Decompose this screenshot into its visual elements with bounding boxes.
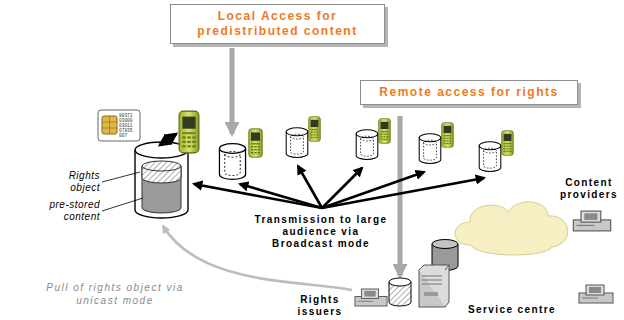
leader-line (102, 198, 143, 211)
mobile-phone (379, 119, 391, 144)
exchange-arrow (160, 134, 176, 145)
mobile-phone (502, 131, 514, 156)
storage-cylinder (419, 134, 441, 164)
callout-label: Rights object (44, 170, 100, 194)
storage-cylinder (135, 142, 188, 218)
storage-cylinder (356, 130, 378, 160)
callout-text: Local Access for predistributed content (177, 9, 378, 39)
storage-cylinder (219, 144, 245, 180)
sim-card (98, 110, 140, 141)
mode-label: Pull of rights object via unicast mode (40, 281, 190, 307)
callout-box: Local Access for predistributed content (170, 4, 385, 44)
entity-label: Service centre (452, 304, 572, 316)
cloud (455, 202, 568, 255)
storage-cylinder (286, 128, 308, 158)
access-arrow (230, 48, 235, 134)
callout-box: Remote access for rights (360, 80, 578, 105)
storage-cylinder (479, 142, 501, 172)
rights-server (355, 289, 387, 306)
mobile-phone (309, 117, 321, 142)
provider-computer (573, 211, 610, 231)
mobile-phone (179, 111, 199, 153)
entity-label: Content providers (556, 177, 622, 201)
access-arrow (398, 116, 403, 276)
mode-label: Transmission to large audience via Broad… (250, 214, 392, 250)
provider-computer (579, 285, 613, 303)
mobile-phone (249, 129, 263, 158)
mobile-phone (442, 123, 454, 148)
sim-number: 88372 03000 03011 67835 007 (119, 113, 138, 138)
leader-line (102, 172, 140, 182)
rights-cylinder (389, 278, 411, 306)
entity-label: Rights issuers (288, 294, 352, 318)
callout-text: Remote access for rights (367, 85, 571, 100)
service-server (419, 265, 449, 307)
callout-label: pre-stored content (34, 199, 100, 223)
